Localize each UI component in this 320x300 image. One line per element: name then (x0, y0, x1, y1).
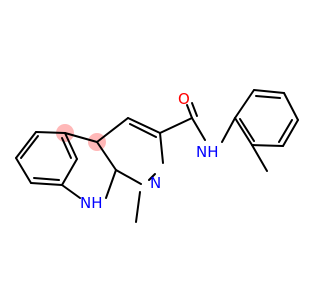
bond (105, 169, 117, 199)
bond (251, 144, 284, 147)
bond (61, 137, 72, 159)
bond (61, 158, 78, 186)
bond (15, 131, 37, 159)
bond (253, 89, 285, 94)
bond (96, 117, 129, 143)
bond (278, 119, 293, 143)
bond (251, 144, 268, 172)
bond (148, 173, 156, 181)
bond (234, 89, 255, 119)
bond (272, 146, 283, 172)
bond (135, 191, 141, 223)
bond (30, 182, 63, 186)
bond (20, 135, 39, 159)
bond (227, 98, 235, 118)
atom-label-oxygen: O (178, 90, 190, 108)
bond (115, 169, 142, 185)
molecule-structure: O N NH NH (15, 89, 299, 223)
atom-label-indole-nh: NH (80, 194, 103, 212)
bond (283, 92, 299, 121)
bond (64, 132, 98, 143)
bond (64, 132, 78, 160)
bond (33, 177, 60, 181)
bond (239, 118, 255, 142)
bond (129, 123, 157, 138)
bond (191, 117, 206, 141)
bond (234, 117, 253, 146)
bond (15, 157, 32, 184)
atom-label-ring-nitrogen: N (150, 174, 161, 192)
bonds (15, 89, 299, 223)
bond (221, 117, 236, 143)
bond (186, 104, 193, 119)
bond (96, 141, 117, 171)
atom-label-amide-nh: NH (196, 143, 219, 161)
bond (282, 119, 299, 147)
bond (127, 117, 161, 134)
bond (159, 117, 193, 134)
bond (61, 184, 81, 199)
bond (35, 131, 66, 134)
bond (255, 95, 281, 99)
bond (191, 102, 198, 117)
bond (159, 132, 164, 164)
